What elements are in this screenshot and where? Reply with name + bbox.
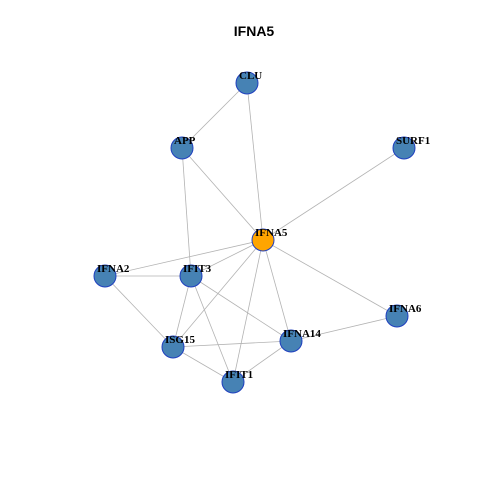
node-ifna14[interactable]	[279, 329, 303, 353]
edge-clu-ifna5	[246, 82, 264, 241]
edge-ifit1-ifna14	[232, 340, 292, 383]
edge-layer	[104, 82, 405, 383]
edge-ifna5-ifit1	[232, 239, 264, 383]
node-label-ifna14: IFNA14	[283, 328, 321, 340]
edge-ifna5-ifna6	[262, 239, 398, 317]
edge-isg15-ifit1	[172, 346, 234, 383]
node-label-ifna6: IFNA6	[389, 303, 422, 315]
edge-surf1-ifna5	[262, 147, 405, 241]
edge-ifna5-ifit3	[190, 239, 264, 277]
node-label-surf1: SURF1	[396, 135, 430, 147]
node-clu[interactable]	[235, 71, 259, 95]
graph-title: IFNA5	[234, 23, 275, 39]
node-ifna5[interactable]	[251, 228, 275, 252]
node-ifna6[interactable]	[385, 304, 409, 328]
edge-ifna14-ifna6	[290, 315, 398, 342]
node-label-clu: CLU	[239, 70, 262, 82]
node-label-app: APP	[174, 135, 196, 147]
edge-ifna5-ifna2	[104, 239, 264, 277]
node-label-isg15: ISG15	[165, 334, 195, 346]
node-ifit1[interactable]	[221, 370, 245, 394]
node-label-ifit1: IFIT1	[225, 369, 253, 381]
node-label-ifit3: IFIT3	[183, 263, 212, 275]
edge-app-ifit3	[181, 147, 192, 277]
node-isg15[interactable]	[161, 335, 185, 359]
edge-ifit3-ifna14	[190, 275, 292, 342]
node-layer	[93, 71, 416, 394]
node-ifit3[interactable]	[179, 264, 203, 288]
edge-ifna5-ifna14	[262, 239, 292, 342]
edge-ifit3-isg15	[172, 275, 192, 348]
node-ifna2[interactable]	[93, 264, 117, 288]
edge-ifna2-isg15	[104, 275, 174, 348]
edge-isg15-ifna14	[172, 340, 292, 348]
edge-app-ifna5	[181, 147, 264, 241]
node-label-ifna5: IFNA5	[255, 227, 288, 239]
node-app[interactable]	[170, 136, 194, 160]
edge-clu-app	[181, 82, 248, 149]
edge-ifit3-ifit1	[190, 275, 234, 383]
node-label-ifna2: IFNA2	[97, 263, 130, 275]
node-surf1[interactable]	[392, 136, 416, 160]
